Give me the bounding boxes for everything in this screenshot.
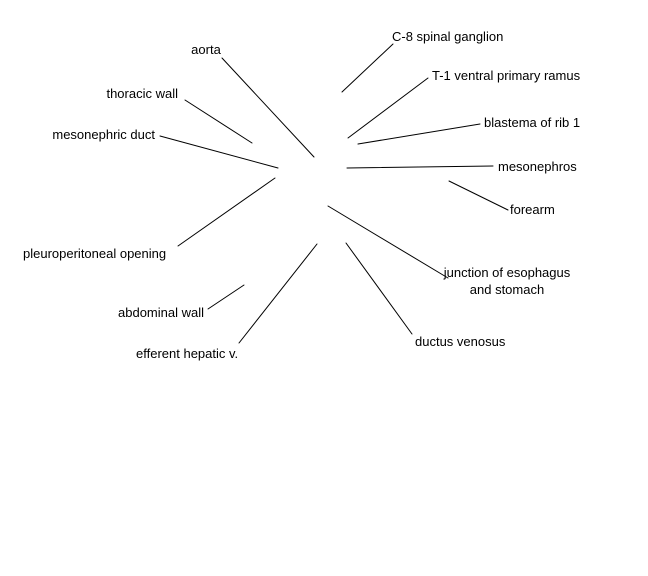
label-c8-spinal-ganglion: C-8 spinal ganglion — [392, 29, 504, 44]
leader-thoracic-wall — [184, 99, 253, 144]
label-thoracic-wall: thoracic wall — [106, 86, 178, 101]
leader-mesonephric-duct — [159, 135, 279, 169]
label-junction-line-1: junction of esophagus — [443, 265, 571, 280]
leader-ductus-venosus — [345, 242, 413, 335]
label-forearm: forearm — [510, 202, 555, 217]
leader-forearm — [448, 180, 509, 211]
label-blastema-of-rib-1: blastema of rib 1 — [484, 115, 581, 130]
label-ductus-venosus: ductus venosus — [415, 334, 506, 349]
leader-aorta — [221, 57, 315, 158]
label-mesonephric-duct: mesonephric duct — [52, 127, 155, 142]
leader-blastema-of-rib-1 — [357, 123, 481, 145]
label-abdominal-wall: abdominal wall — [118, 305, 204, 320]
label-aorta: aorta — [191, 42, 221, 57]
leader-efferent-hepatic-v — [238, 243, 318, 344]
label-t1-ventral-primary-ramus: T-1 ventral primary ramus — [432, 68, 581, 83]
label-mesonephros: mesonephros — [498, 159, 577, 174]
leader-c8-spinal-ganglion — [341, 43, 394, 93]
leader-mesonephros — [346, 165, 494, 169]
leader-t1-ventral-primary-ramus — [347, 77, 429, 139]
label-pleuroperitoneal-opening: pleuroperitoneal opening — [23, 246, 167, 261]
label-efferent-hepatic-v: efferent hepatic v. — [136, 346, 239, 361]
leader-abdominal-wall — [207, 284, 245, 310]
label-junction-line-2: and stomach — [469, 282, 545, 297]
leader-junction-esophagus-stomach — [327, 205, 449, 279]
label-junction-esophagus-stomach: junction of esophagus and stomach — [444, 264, 570, 298]
leader-pleuroperitoneal-opening — [177, 177, 276, 247]
